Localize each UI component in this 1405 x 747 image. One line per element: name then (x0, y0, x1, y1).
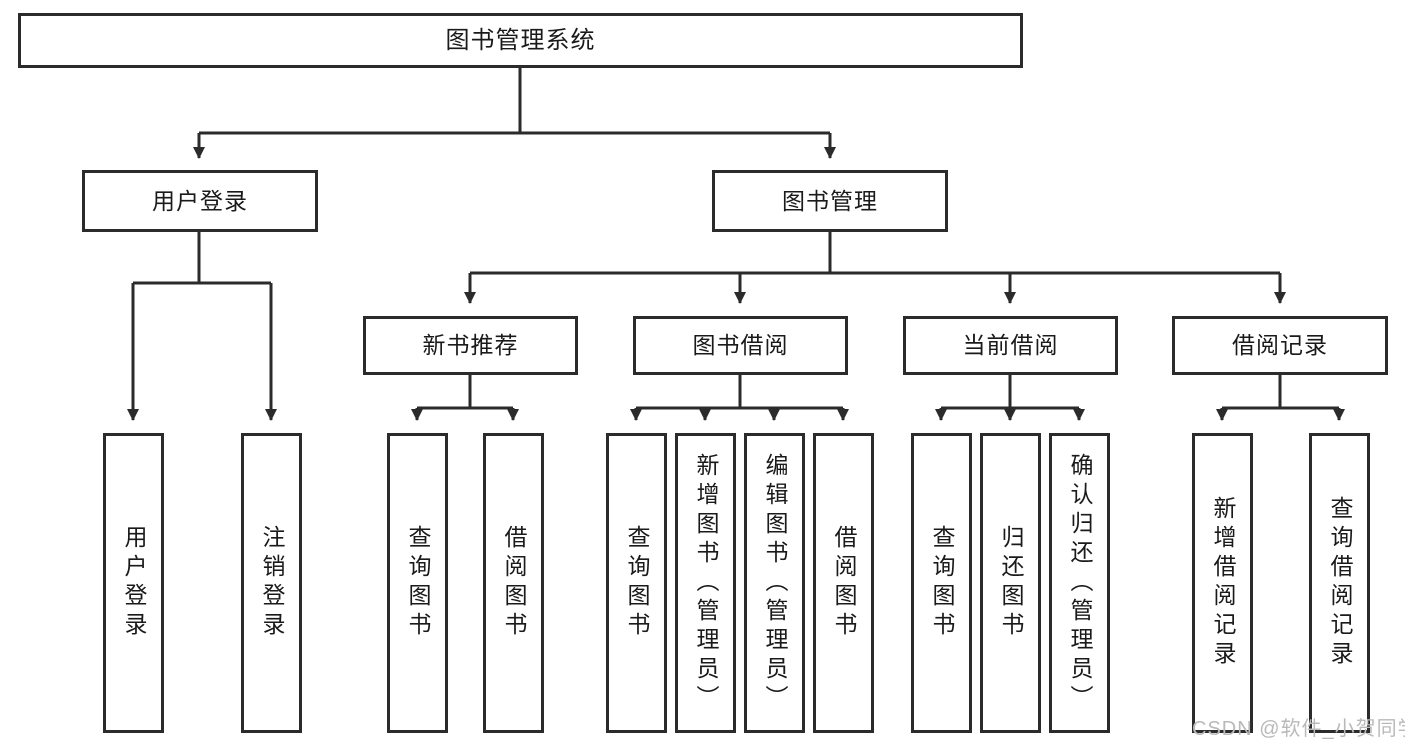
leaf-label-wrap: 注销登录 (244, 436, 299, 730)
leaf-node-borrow-book-2[interactable]: 借阅图书 (813, 433, 874, 733)
leaf-node-return-book[interactable]: 归还图书 (980, 433, 1041, 733)
leaf-label: 查询借阅记录 (1327, 496, 1353, 670)
leaf-label: 确认归还（管理员） (1067, 452, 1093, 714)
csdn-watermark: CSDN @软件_小贺同学 (1192, 718, 1405, 740)
leaf-node-query-book-3[interactable]: 查询图书 (911, 433, 972, 733)
leaf-label: 查询图书 (405, 525, 431, 641)
node-borrow-record[interactable]: 借阅记录 (1172, 316, 1388, 375)
leaf-node-query-book-1[interactable]: 查询图书 (387, 433, 448, 733)
leaf-label: 新增借阅记录 (1210, 496, 1236, 670)
leaf-label: 用户登录 (121, 525, 147, 641)
node-root[interactable]: 图书管理系统 (18, 13, 1023, 68)
leaf-node-query-book-2[interactable]: 查询图书 (606, 433, 667, 733)
leaf-label: 查询图书 (624, 525, 650, 641)
node-new-book-recommend[interactable]: 新书推荐 (363, 316, 578, 375)
leaf-label: 借阅图书 (831, 525, 857, 641)
leaf-label-wrap: 确认归还（管理员） (1052, 436, 1107, 730)
leaf-label: 注销登录 (259, 525, 285, 641)
leaf-label-wrap: 编辑图书（管理员） (747, 436, 802, 730)
leaf-label-wrap: 查询图书 (390, 436, 445, 730)
leaf-node-query-record[interactable]: 查询借阅记录 (1309, 433, 1370, 733)
leaf-node-user-login[interactable]: 用户登录 (103, 433, 164, 733)
node-current-borrow[interactable]: 当前借阅 (903, 316, 1118, 375)
leaf-node-edit-book[interactable]: 编辑图书（管理员） (744, 433, 805, 733)
leaf-label: 编辑图书（管理员） (762, 452, 788, 714)
node-book-manage[interactable]: 图书管理 (712, 170, 948, 232)
leaf-node-add-record[interactable]: 新增借阅记录 (1192, 433, 1253, 733)
leaf-label-wrap: 借阅图书 (816, 436, 871, 730)
leaf-label: 归还图书 (998, 525, 1024, 641)
leaf-label-wrap: 归还图书 (983, 436, 1038, 730)
leaf-label: 查询图书 (929, 525, 955, 641)
leaf-label-wrap: 新增借阅记录 (1195, 436, 1250, 730)
node-user-login[interactable]: 用户登录 (82, 170, 318, 232)
leaf-label-wrap: 借阅图书 (486, 436, 541, 730)
leaf-label: 新增图书（管理员） (693, 452, 719, 714)
leaf-label-wrap: 用户登录 (106, 436, 161, 730)
node-book-borrow[interactable]: 图书借阅 (633, 316, 848, 375)
leaf-label: 借阅图书 (501, 525, 527, 641)
leaf-label-wrap: 查询图书 (914, 436, 969, 730)
leaf-label-wrap: 查询图书 (609, 436, 664, 730)
leaf-node-borrow-book-1[interactable]: 借阅图书 (483, 433, 544, 733)
leaf-node-add-book[interactable]: 新增图书（管理员） (675, 433, 736, 733)
leaf-node-user-logout[interactable]: 注销登录 (241, 433, 302, 733)
leaf-label-wrap: 新增图书（管理员） (678, 436, 733, 730)
leaf-label-wrap: 查询借阅记录 (1312, 436, 1367, 730)
leaf-node-confirm-return[interactable]: 确认归还（管理员） (1049, 433, 1110, 733)
